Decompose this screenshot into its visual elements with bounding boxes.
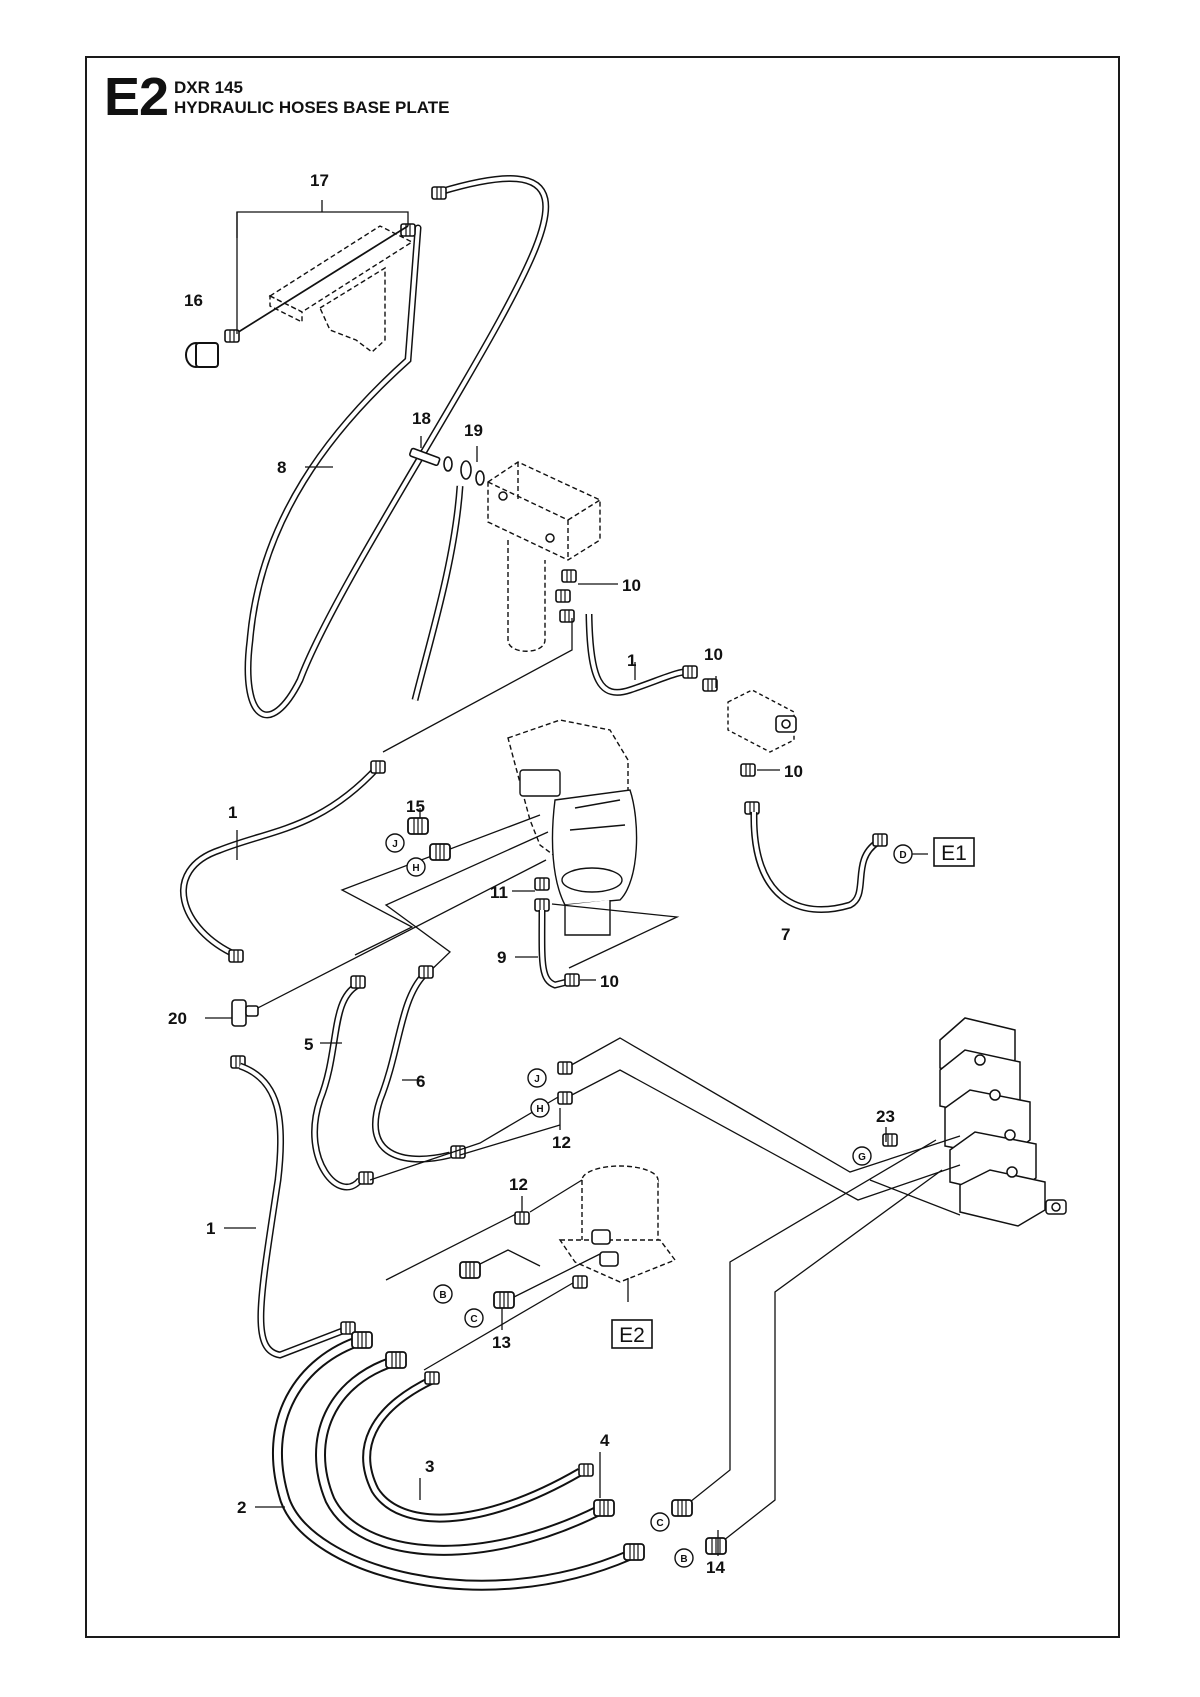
callout-8: 8 — [277, 458, 286, 477]
hose-1-upper-right — [585, 613, 691, 696]
hose-1-lower — [238, 1062, 347, 1359]
connector-h: H — [406, 857, 426, 877]
callout-13: 13 — [492, 1333, 511, 1352]
svg-text:E2: E2 — [619, 1324, 645, 1347]
svg-text:E1: E1 — [941, 842, 967, 865]
hose-6 — [371, 972, 451, 1163]
callout-leaders — [205, 200, 928, 1556]
svg-text:B: B — [680, 1554, 687, 1565]
svg-text:H: H — [412, 863, 419, 874]
valve-block-top — [487, 461, 601, 652]
pump-motor — [507, 719, 638, 936]
connector-h: H — [530, 1098, 550, 1118]
diagram-title: HYDRAULIC HOSES BASE PLATE — [174, 98, 450, 117]
leader-line-1 — [382, 618, 573, 753]
hose-8 — [244, 175, 550, 719]
connector-b: B — [674, 1548, 694, 1568]
callout-labels: 17 16 8 18 19 10 1 10 10 1 15 11 9 10 7 … — [168, 171, 895, 1577]
callout-10: 10 — [600, 972, 619, 991]
svg-text:J: J — [534, 1074, 540, 1085]
reference-e1[interactable]: E1 — [933, 837, 975, 867]
svg-text:J: J — [392, 839, 398, 850]
connector-j: J — [385, 833, 405, 853]
connector-d: D — [893, 844, 913, 864]
callout-1: 1 — [206, 1219, 215, 1238]
hose-3 — [362, 1375, 583, 1523]
callout-11: 11 — [490, 883, 508, 902]
connector-b: B — [433, 1284, 453, 1304]
callout-4: 4 — [600, 1431, 610, 1450]
callout-12: 12 — [509, 1175, 528, 1194]
callout-14: 14 — [706, 1558, 725, 1577]
section-code: E2 — [104, 67, 169, 127]
svg-text:H: H — [536, 1104, 543, 1115]
callout-5: 5 — [304, 1035, 313, 1054]
callout-20: 20 — [168, 1009, 187, 1028]
callout-18: 18 — [412, 409, 431, 428]
callout-10: 10 — [784, 762, 803, 781]
reference-e2[interactable]: E2 — [611, 1319, 653, 1349]
callout-1: 1 — [627, 651, 636, 670]
callout-19: 19 — [464, 421, 483, 440]
callout-15: 15 — [406, 797, 425, 816]
line-16 — [231, 225, 409, 337]
bolt-18 — [409, 447, 485, 486]
tank-fittings — [591, 1229, 619, 1267]
model-name: DXR 145 — [174, 78, 243, 97]
small-valve-solenoid — [775, 715, 797, 733]
small-valve — [727, 689, 795, 753]
callout-23: 23 — [876, 1107, 895, 1126]
callout-1: 1 — [228, 803, 237, 822]
hose-9 — [538, 909, 576, 989]
route-lines-tank — [385, 1179, 601, 1371]
connector-j: J — [527, 1068, 547, 1088]
svg-text:G: G — [858, 1152, 866, 1163]
callout-3: 3 — [425, 1457, 434, 1476]
mounting-bracket — [268, 225, 414, 353]
hose-5 — [311, 981, 363, 1191]
diagram-frame — [85, 56, 1120, 1638]
callout-16: 16 — [184, 291, 203, 310]
svg-text:B: B — [439, 1290, 446, 1301]
callout-10: 10 — [704, 645, 723, 664]
hose-4 — [315, 1354, 603, 1556]
route-lines-lower — [369, 1037, 961, 1549]
hose-8-branch — [411, 485, 464, 701]
control-valve-stack — [939, 1017, 1067, 1227]
callout-2: 2 — [237, 1498, 246, 1517]
connector-marks: J H D J H G B C — [385, 833, 913, 1568]
hose-1-left — [179, 764, 381, 959]
callout-6: 6 — [416, 1072, 425, 1091]
part-16-cap — [185, 329, 240, 368]
tee-20 — [231, 999, 259, 1027]
connector-g: G — [852, 1146, 872, 1166]
callout-7: 7 — [781, 925, 790, 944]
connector-c: C — [650, 1512, 670, 1532]
hose-7 — [750, 811, 881, 913]
svg-text:D: D — [899, 850, 906, 861]
callout-17: 17 — [310, 171, 329, 190]
callout-12: 12 — [552, 1133, 571, 1152]
callout-9: 9 — [497, 948, 506, 967]
svg-text:C: C — [470, 1314, 477, 1325]
svg-text:C: C — [656, 1518, 663, 1529]
hose-2 — [271, 1334, 633, 1591]
connector-c: C — [464, 1308, 484, 1328]
callout-10: 10 — [622, 576, 641, 595]
